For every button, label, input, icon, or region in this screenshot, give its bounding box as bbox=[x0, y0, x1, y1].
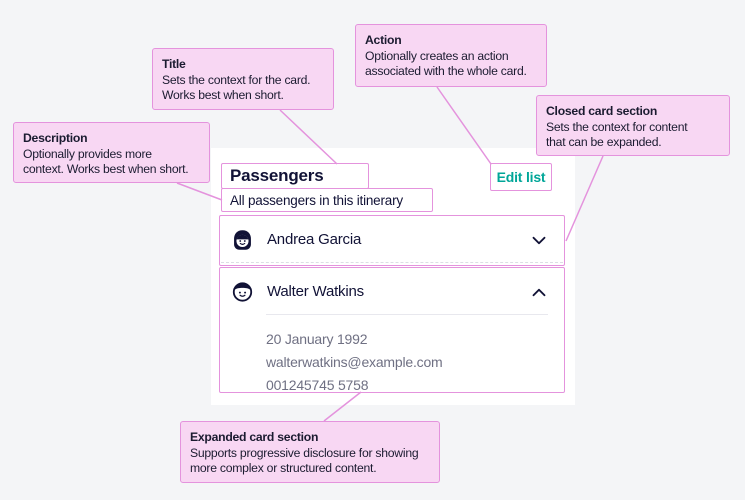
annotation-body: Optionally provides more context. Works … bbox=[23, 146, 189, 177]
annotation-heading: Closed card section bbox=[546, 104, 658, 118]
annotation-body: Supports progressive disclosure for show… bbox=[190, 445, 419, 476]
card-description-outline: All passengers in this itinerary bbox=[221, 188, 433, 212]
annotation-body: Sets the context for the card. Works bes… bbox=[162, 72, 311, 103]
card-title: Passengers bbox=[230, 166, 324, 185]
passenger-birthdate: 20 January 1992 bbox=[266, 331, 368, 347]
passenger-details: 20 January 1992 walterwatkins@example.co… bbox=[266, 328, 443, 397]
card-title-outline: Passengers bbox=[221, 163, 369, 189]
girl-avatar-icon bbox=[234, 229, 251, 250]
passenger-phone: 001245745 5758 bbox=[266, 377, 369, 393]
annotation-heading: Action bbox=[365, 33, 402, 47]
passenger-name: Walter Watkins bbox=[267, 283, 364, 300]
card-description: All passengers in this itinerary bbox=[230, 192, 403, 208]
edit-list-button[interactable]: Edit list bbox=[490, 163, 552, 191]
annotation-body: Sets the context for content that can be… bbox=[546, 119, 688, 150]
boy-avatar-icon bbox=[232, 281, 253, 302]
passenger-section-collapsed[interactable]: Andrea Garcia bbox=[219, 215, 565, 266]
chevron-up-icon[interactable] bbox=[531, 287, 547, 298]
annotation-heading: Description bbox=[23, 131, 88, 145]
annotation-closed-card-section: Closed card section Sets the context for… bbox=[536, 95, 730, 156]
passenger-section-expanded[interactable]: Walter Watkins 20 January 1992 walterwat… bbox=[219, 267, 565, 393]
expanded-header-divider bbox=[266, 314, 548, 315]
passenger-row[interactable]: Andrea Garcia bbox=[220, 216, 564, 263]
annotation-expanded-card-section: Expanded card section Supports progressi… bbox=[180, 421, 440, 483]
passenger-row[interactable]: Walter Watkins bbox=[220, 268, 564, 315]
annotation-heading: Title bbox=[162, 57, 186, 71]
edit-list-label: Edit list bbox=[496, 169, 546, 185]
chevron-down-icon[interactable] bbox=[531, 235, 547, 246]
annotation-title: Title Sets the context for the card. Wor… bbox=[152, 48, 334, 110]
annotation-heading: Expanded card section bbox=[190, 430, 319, 444]
passenger-name: Andrea Garcia bbox=[267, 231, 362, 248]
annotation-body: Optionally creates an action associated … bbox=[365, 48, 527, 79]
annotation-action: Action Optionally creates an action asso… bbox=[355, 24, 547, 87]
passenger-email: walterwatkins@example.com bbox=[266, 354, 443, 370]
annotation-description: Description Optionally provides more con… bbox=[13, 122, 210, 183]
card-section-divider bbox=[221, 262, 563, 263]
